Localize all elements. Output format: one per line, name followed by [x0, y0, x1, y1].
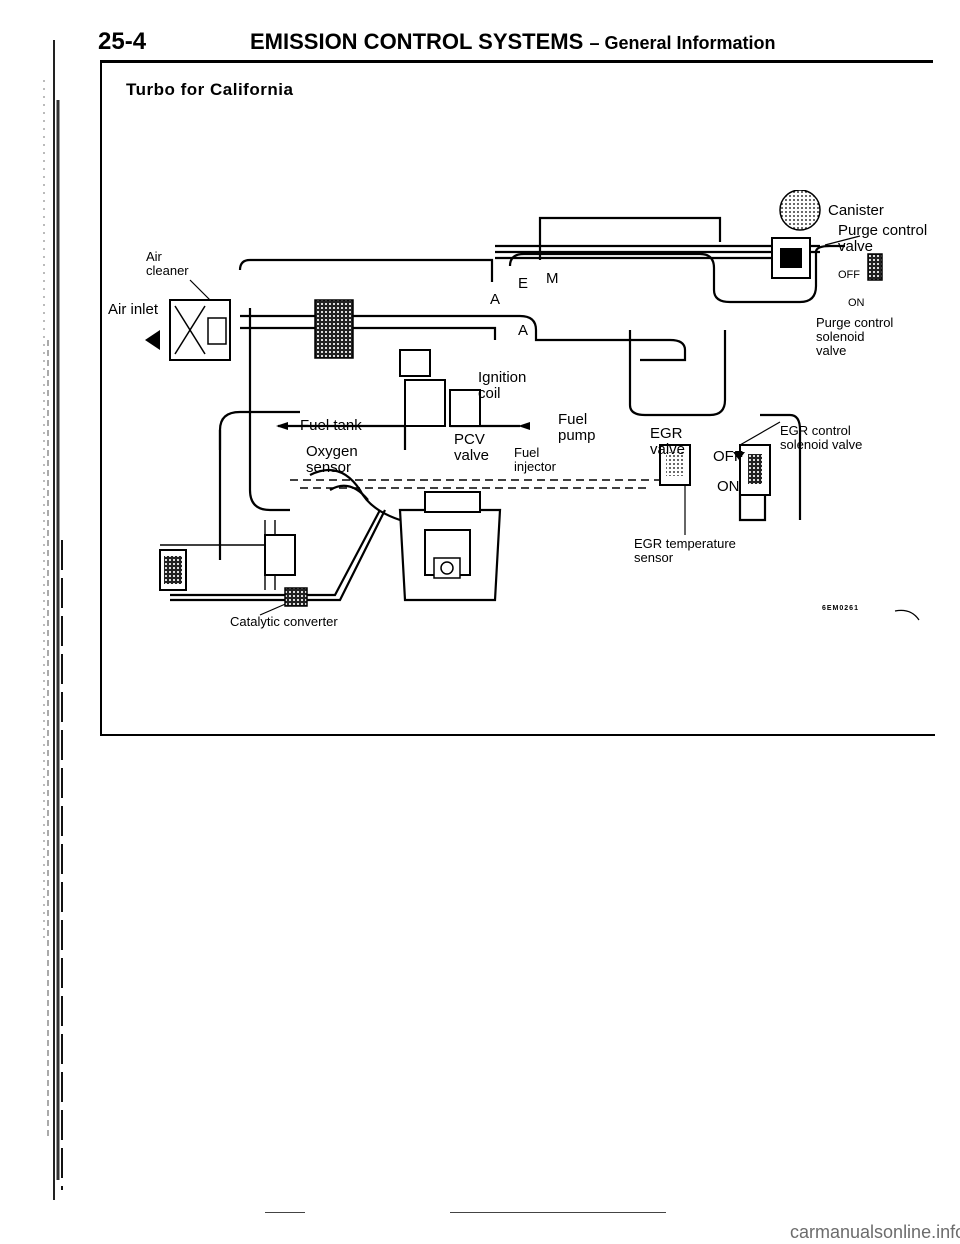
pcv-valve-text-2: valve — [454, 447, 490, 464]
label-oxygen-sensor: Oxygen sensor — [306, 444, 358, 476]
egr-valve-component — [659, 444, 691, 486]
label-purge-solenoid: Purge control solenoid valve — [816, 316, 893, 358]
label-air-inlet: Air inlet — [108, 301, 159, 318]
label-pcv-valve: PCV valve — [454, 432, 489, 464]
label-egr-temperature-sensor: EGR temperature sensor — [634, 537, 736, 565]
exhaust-pipe — [170, 593, 285, 602]
label-on-small: ON — [848, 297, 865, 309]
hose-egr-right — [760, 413, 802, 520]
intake-duct-lower — [240, 326, 497, 340]
hose-to-canister-valve — [814, 244, 845, 253]
label-letter-m: M — [546, 270, 559, 287]
hose-outer-loop — [508, 252, 818, 304]
label-egr-valve: EGR valve — [650, 426, 685, 458]
fuel-injector-text-1: Fuel — [514, 445, 540, 460]
emission-system-diagram — [145, 190, 883, 616]
engine-block-component — [398, 491, 502, 602]
footer-rule-right — [450, 1212, 666, 1213]
watermark-text: carmanualsonline.info — [790, 1222, 960, 1242]
intercooler-component — [314, 299, 354, 359]
egr-valve-text-2: valve — [650, 441, 686, 458]
frame-bottom-rule — [100, 734, 935, 736]
label-fuel-injector: Fuel injector — [514, 446, 556, 474]
purge-solenoid-text-1: Purge control — [816, 315, 894, 330]
intake-duct-top — [240, 314, 687, 362]
catalytic-converter-component — [284, 587, 308, 607]
oxygen-sensor-text-2: sensor — [306, 459, 352, 476]
frame-left-rule — [100, 60, 102, 736]
purge-control-valve-component — [771, 237, 883, 281]
label-off-small: OFF — [838, 269, 860, 281]
air-cleaner-text-1: Air — [146, 249, 162, 264]
label-letter-e: E — [518, 275, 529, 292]
fuel-pump-text-1: Fuel — [558, 411, 588, 428]
egr-valve-text-1: EGR — [650, 425, 683, 442]
canister-component — [779, 190, 821, 231]
oxygen-sensor-component — [309, 468, 401, 522]
fuel-injector-text-2: injector — [514, 459, 556, 474]
egr-solenoid-tail — [738, 490, 767, 522]
purge-solenoid-text-3: valve — [816, 343, 847, 358]
hose-left-vertical — [248, 308, 290, 512]
hose-egr-loop — [628, 330, 727, 417]
purge-solenoid-text-2: solenoid — [816, 329, 865, 344]
purge-control-valve-text-1: Purge control — [838, 222, 928, 239]
label-egr-solenoid: EGR control solenoid valve — [780, 424, 862, 452]
fuel-tank-arrow-icon — [276, 422, 288, 430]
ignition-coil-text-2: coil — [478, 385, 501, 402]
purge-valve-leader — [824, 235, 861, 246]
hose-left-outer — [218, 410, 300, 450]
egr-on-arrow-icon — [733, 452, 745, 460]
label-off: OFF — [713, 448, 743, 465]
scan-mark — [894, 609, 920, 621]
egr-solenoid-text-1: EGR control — [780, 423, 851, 438]
egr-solenoid-component — [739, 444, 771, 496]
egr-solenoid-text-2: solenoid valve — [780, 437, 863, 452]
label-letter-a2: A — [518, 322, 529, 339]
footer-rule-left — [265, 1212, 305, 1213]
fuel-pump-text-2: pump — [558, 427, 596, 444]
label-fuel-pump: Fuel pump — [558, 412, 596, 444]
label-purge-control-valve: Purge control valve — [838, 223, 927, 255]
ignition-coil-component — [399, 349, 481, 427]
page-header-title: EMISSION CONTROL SYSTEMS – General Infor… — [250, 29, 775, 55]
hose-upper-main — [495, 244, 820, 260]
header-subtitle: – General Information — [589, 33, 776, 53]
label-canister: Canister — [828, 202, 884, 219]
ecu-component — [159, 534, 296, 591]
egr-solenoid-leader — [739, 421, 781, 446]
hose-canister-top — [538, 216, 722, 260]
exhaust-pipe-rise — [305, 509, 386, 602]
label-on: ON — [717, 478, 740, 495]
purge-control-valve-text-2: valve — [838, 238, 874, 255]
pcv-valve-text-1: PCV — [454, 431, 485, 448]
section-title: Turbo for California — [126, 80, 294, 99]
label-ignition-coil: Ignition coil — [478, 370, 526, 402]
hose-main-loop — [238, 258, 494, 282]
figure-code: 6EM0261 — [822, 605, 859, 612]
fuel-pump-arrow-icon — [518, 422, 530, 430]
air-cleaner-component — [145, 299, 231, 361]
header-title-text: EMISSION CONTROL SYSTEMS — [250, 29, 584, 54]
egr-temp-text-1: EGR temperature — [634, 536, 736, 551]
label-letter-a1: A — [490, 291, 501, 308]
page-binding-edge — [43, 40, 63, 1200]
air-cleaner-text-2: cleaner — [146, 263, 189, 278]
label-catalytic-converter: Catalytic converter — [230, 614, 338, 629]
ignition-coil-text-1: Ignition — [478, 369, 527, 386]
header-rule — [100, 60, 933, 63]
egr-temp-text-2: sensor — [634, 550, 674, 565]
page-number: 25-4 — [98, 28, 147, 55]
oxygen-sensor-text-1: Oxygen — [306, 443, 358, 460]
label-fuel-tank: Fuel tank — [300, 417, 362, 434]
label-air-cleaner: Air cleaner — [146, 250, 189, 278]
